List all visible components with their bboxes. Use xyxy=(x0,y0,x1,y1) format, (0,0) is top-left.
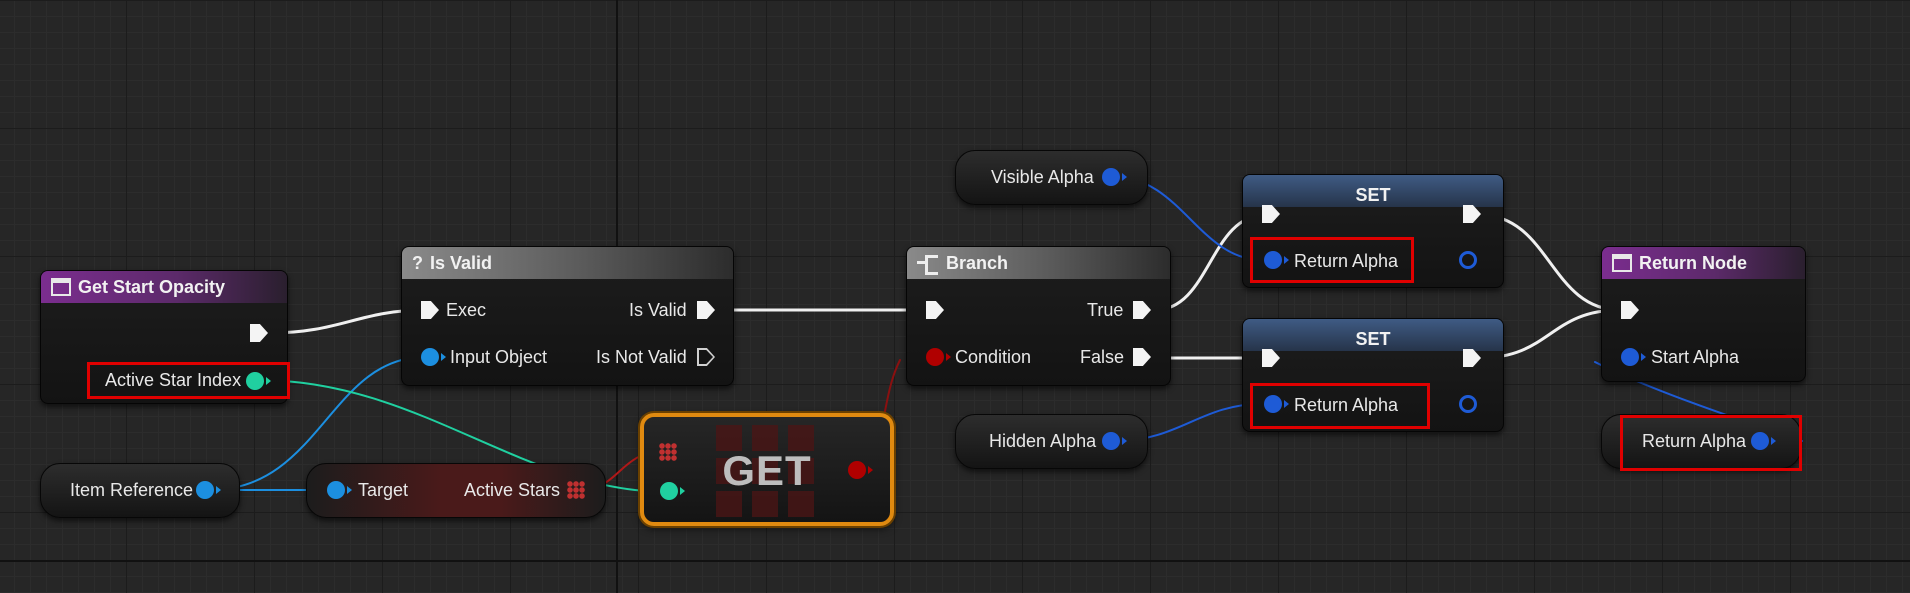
set-top-node[interactable]: SET xyxy=(1242,174,1504,288)
int-wire-index-get xyxy=(257,379,666,493)
set-bottom-alpha-pin[interactable] xyxy=(1264,395,1282,413)
set-top-title: SET xyxy=(1355,185,1391,205)
set-top-exec-in[interactable] xyxy=(1262,205,1280,223)
branch-title: Branch xyxy=(946,253,1009,273)
visible-alpha-node[interactable] xyxy=(955,150,1148,205)
branch-false-pin[interactable] xyxy=(1133,348,1151,366)
return-alpha-highlight xyxy=(1620,415,1802,471)
condition-label: Condition xyxy=(955,347,1032,367)
start-alpha-pin-tip xyxy=(1641,353,1646,361)
set-bottom-highlight xyxy=(1250,383,1430,429)
array-get-background xyxy=(716,425,818,517)
is-valid-exec-in[interactable] xyxy=(421,301,439,319)
array-get-label: GET xyxy=(722,447,812,494)
set-bottom-exec-out[interactable] xyxy=(1463,349,1481,367)
target-pin[interactable] xyxy=(327,481,345,499)
hidden-alpha-pin[interactable] xyxy=(1102,432,1120,450)
set-top-alpha-label: Return Alpha xyxy=(1294,251,1399,271)
hidden-alpha-label: Hidden Alpha xyxy=(989,431,1097,451)
input-object-pin-tip xyxy=(441,353,446,361)
set-bottom-header: SET xyxy=(1243,319,1503,351)
array-get-output-pin[interactable] xyxy=(848,461,866,479)
branch-true-label: True xyxy=(1087,300,1124,320)
is-not-valid-label: Is Not Valid xyxy=(596,347,687,367)
branch-node[interactable]: Branch xyxy=(906,246,1171,386)
set-bottom-alpha-label: Return Alpha xyxy=(1294,395,1399,415)
is-valid-exec-label: Exec xyxy=(446,300,487,320)
is-valid-out-pin[interactable] xyxy=(697,301,715,319)
set-top-alpha-out-pin[interactable] xyxy=(1459,251,1477,269)
function-icon xyxy=(51,278,71,296)
question-icon: ? xyxy=(412,253,423,273)
array-get-index-pin[interactable] xyxy=(660,482,678,500)
return-node-exec-in[interactable] xyxy=(1621,301,1639,319)
is-valid-title: Is Valid xyxy=(430,253,493,273)
return-alpha-pin-tip xyxy=(1771,437,1776,445)
active-star-index-highlight xyxy=(87,362,290,399)
input-object-label: Input Object xyxy=(450,347,548,367)
visible-alpha-pin-tip xyxy=(1122,173,1127,181)
input-object-pin[interactable] xyxy=(421,348,439,366)
return-alpha-label: Return Alpha xyxy=(1642,431,1747,451)
branch-icon xyxy=(917,254,939,275)
set-bottom-exec-in[interactable] xyxy=(1262,349,1280,367)
visible-alpha-label: Visible Alpha xyxy=(991,167,1094,187)
branch-true-pin[interactable] xyxy=(1133,301,1151,319)
array-get-output-pin-tip xyxy=(868,466,873,474)
active-star-index-pin-tip xyxy=(266,377,271,385)
get-start-opacity-title: Get Start Opacity xyxy=(78,277,226,297)
active-stars-label: Active Stars xyxy=(464,480,561,500)
active-stars-node[interactable] xyxy=(306,463,606,518)
active-star-index-pin[interactable] xyxy=(246,372,264,390)
target-pin-tip xyxy=(347,486,352,494)
get-start-opacity-header: Get Start Opacity xyxy=(41,271,287,303)
set-bottom-alpha-out-pin[interactable] xyxy=(1459,395,1477,413)
set-top-header: SET xyxy=(1243,175,1503,207)
branch-exec-in[interactable] xyxy=(926,301,944,319)
target-label: Target xyxy=(358,480,409,500)
set-top-exec-out[interactable] xyxy=(1463,205,1481,223)
item-reference-label: Item Reference xyxy=(70,480,194,500)
set-top-alpha-pin[interactable] xyxy=(1264,251,1282,269)
is-valid-node[interactable]: ? Is Valid xyxy=(401,246,734,386)
object-wire-itemref-isvalid xyxy=(209,356,426,491)
is-valid-header: ? Is Valid xyxy=(402,247,733,279)
start-alpha-pin[interactable] xyxy=(1621,348,1639,366)
branch-header: Branch xyxy=(907,247,1170,279)
return-node-title: Return Node xyxy=(1639,253,1747,273)
array-get-index-pin-tip xyxy=(680,487,685,495)
set-bottom-alpha-pin-tip xyxy=(1284,400,1289,408)
condition-pin[interactable] xyxy=(926,348,944,366)
return-alpha-pin[interactable] xyxy=(1751,432,1769,450)
item-reference-pin[interactable] xyxy=(196,481,214,499)
hidden-alpha-pin-tip xyxy=(1122,437,1127,445)
array-get-node[interactable]: GET xyxy=(640,413,894,526)
is-not-valid-out-pin[interactable] xyxy=(697,348,715,366)
active-star-index-label: Active Star Index xyxy=(105,370,242,390)
return-node-header: Return Node xyxy=(1602,247,1805,279)
start-alpha-label: Start Alpha xyxy=(1651,347,1740,367)
condition-pin-tip xyxy=(946,353,951,361)
set-top-highlight xyxy=(1250,237,1414,283)
visible-alpha-pin[interactable] xyxy=(1102,168,1120,186)
is-valid-out-label: Is Valid xyxy=(629,300,687,320)
branch-false-label: False xyxy=(1080,347,1125,367)
array-grid-icon[interactable] xyxy=(567,481,585,499)
function-icon xyxy=(1612,254,1632,272)
set-top-alpha-pin-tip xyxy=(1284,256,1289,264)
array-get-input-pin[interactable] xyxy=(659,443,677,461)
set-bottom-node[interactable]: SET xyxy=(1242,318,1504,432)
get-start-opacity-exec-out[interactable] xyxy=(250,324,268,342)
set-bottom-title: SET xyxy=(1355,329,1391,349)
item-reference-pin-tip xyxy=(216,486,221,494)
